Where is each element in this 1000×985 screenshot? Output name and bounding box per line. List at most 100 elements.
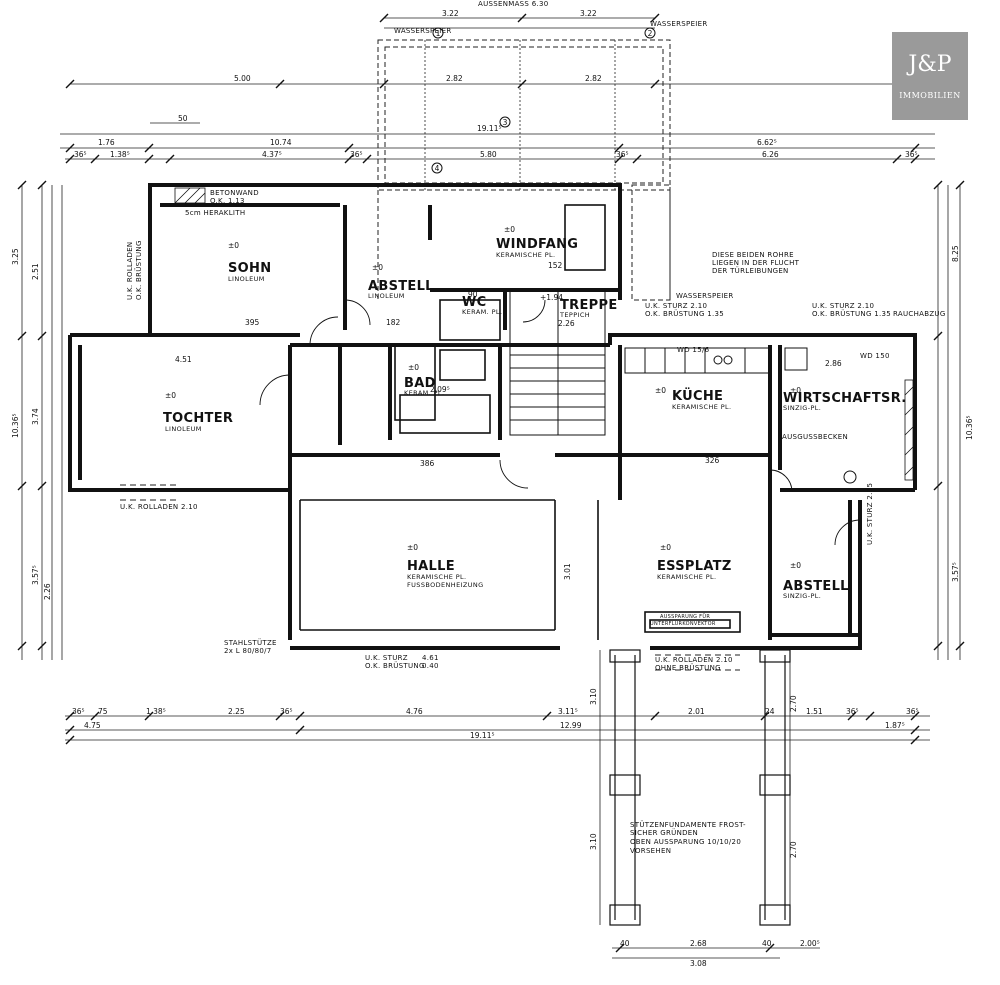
room-floor: KERAMISCHE PL. <box>407 573 467 581</box>
room-name: WC <box>462 295 486 310</box>
dim: 36⁵ <box>905 150 918 159</box>
dim: 19.11⁵ <box>470 731 494 740</box>
dim: 36⁵ <box>616 150 629 159</box>
note-rohre-2: LIEGEN IN DER FLUCHT <box>712 259 800 267</box>
dim: 4.76 <box>406 707 423 716</box>
logo-text: J&P <box>908 52 952 77</box>
hidden-lines <box>120 484 740 671</box>
room-bad: ±0 BAD KERAM. PL. <box>404 363 444 397</box>
room-floor: LINOLEUM <box>165 425 202 433</box>
room-abstell-2: ±0 ABSTELL SINZIG-PL. <box>783 561 849 600</box>
dim: 2.26 <box>558 319 575 328</box>
dim: 36⁵ <box>350 150 363 159</box>
dim: 1.38⁵ <box>146 707 166 716</box>
dim: 4.51 <box>175 355 192 364</box>
hatched-walls <box>174 187 914 481</box>
note-rolladen-ess-1: U.K. ROLLADEN 2.10 <box>655 656 733 664</box>
left-dimensions: 3.25 2.51 10.36⁵ 3.74 3.57⁵ 2.26 <box>11 248 52 600</box>
note-kanal: RAUCHABZUG <box>893 310 946 318</box>
note-sturz-halle-2: O.K. BRÜSTUNG <box>365 661 425 670</box>
dim: 2.26 <box>43 583 52 600</box>
dim: 10.36⁵ <box>11 414 20 438</box>
room-level: +1.94 <box>540 293 563 302</box>
room-halle: ±0 HALLE KERAMISCHE PL. FUSSBODENHEIZUNG <box>407 543 484 589</box>
pergola-dimensions: 3.10 3.10 2.70 2.70 2.68 3.08 2.00⁵ 40 4… <box>589 688 820 968</box>
room-sohn: ±0 SOHN LINOLEUM <box>228 241 271 283</box>
note-stahlstuetze-1: STAHLSTÜTZE <box>224 638 277 647</box>
note-wasserspeier-right: WASSERSPEIER <box>650 20 708 28</box>
dim: 36⁵ <box>846 707 859 716</box>
dim: 3.74 <box>31 408 40 425</box>
room-essplatz: ±0 ESSPLATZ KERAMISCHE PL. <box>657 543 732 581</box>
note-ok113: O.K. 1.13 <box>210 197 245 205</box>
note-sturz-halle-1-val: 4.61 <box>422 654 439 662</box>
dim: 1.38⁵ <box>110 150 130 159</box>
pergola <box>609 649 791 926</box>
room-level: ±0 <box>504 225 515 234</box>
ref-3: 3 <box>503 118 508 127</box>
note-wd150: WD 150 <box>860 352 890 360</box>
note-aussparung-1: AUSSPARUNG FÜR <box>660 613 710 620</box>
dim: 19.11⁵ <box>477 124 501 133</box>
dim: 3.08 <box>690 959 707 968</box>
room-treppe: +1.94 TREPPE TEPPICH <box>540 293 617 319</box>
main-walls <box>68 183 917 650</box>
room-name: WINDFANG <box>496 237 578 252</box>
dim: 5.80 <box>480 150 497 159</box>
room-name: WIRTSCHAFTSR. <box>783 391 907 406</box>
dimension-ticks <box>17 13 965 953</box>
dim: 2.68 <box>690 939 707 948</box>
dim: 2.82 <box>585 74 602 83</box>
reference-markers <box>431 27 656 174</box>
room-floor: KERAM. PL. <box>462 308 502 316</box>
note-sturz-wirt-2: O.K. BRÜSTUNG 1.35 <box>812 309 891 318</box>
note-stahlstuetze-2: 2x L 80/80/7 <box>224 647 272 655</box>
right-dimensions: 10.36⁵ 8.25 3.57⁵ <box>951 245 974 582</box>
note-wasserspeier-mid: WASSERSPEIER <box>676 292 734 300</box>
room-level: ±0 <box>408 363 419 372</box>
room-abstell-1: ±0 ABSTELL LINOLEUM <box>368 263 434 300</box>
room-wirtschaftsraum: ±0 WIRTSCHAFTSR. SINZIG-PL. <box>783 386 907 412</box>
room-tochter: ±0 TOCHTER LINOLEUM <box>163 391 233 433</box>
note-fundament-4: VORSEHEN <box>630 847 671 855</box>
room-level: ±0 <box>407 543 418 552</box>
room-floor: KERAMISCHE PL. <box>657 573 717 581</box>
dim: 2.00⁵ <box>800 939 820 948</box>
dim: 2.51 <box>31 263 40 280</box>
note-fundament-2: SICHER GRÜNDEN <box>630 828 698 837</box>
roof-overhang <box>377 39 671 301</box>
room-name: KÜCHE <box>672 388 723 404</box>
dim: 3.10 <box>589 833 598 850</box>
dim: 3.01 <box>563 563 572 580</box>
note-sturz-halle-2-val: 0.40 <box>422 662 439 670</box>
room-level: ±0 <box>655 386 666 395</box>
ref-1: 1 <box>436 29 441 38</box>
room-wc: WC KERAM. PL. <box>462 295 502 316</box>
dim: 12.99 <box>560 721 582 730</box>
dim: 8.25 <box>951 245 960 262</box>
dim: 386 <box>420 459 435 468</box>
dim: 40 <box>620 939 630 948</box>
room-level: ±0 <box>790 386 801 395</box>
room-level: ±0 <box>372 263 383 272</box>
dim: 3.57⁵ <box>31 565 40 585</box>
dim: 2.70 <box>789 695 798 712</box>
room-name: ESSPLATZ <box>657 559 732 574</box>
room-name: TOCHTER <box>163 411 233 426</box>
dim: 36⁵ <box>72 707 85 716</box>
room-name: ABSTELL <box>783 579 849 594</box>
room-floor: SINZIG-PL. <box>783 592 821 600</box>
dim: 10.36⁵ <box>965 416 974 440</box>
dim: 75 <box>98 707 108 716</box>
room-level: ±0 <box>165 391 176 400</box>
room-floor-2: FUSSBODENHEIZUNG <box>407 581 484 589</box>
room-name: ABSTELL <box>368 279 434 294</box>
dim: 2.82 <box>446 74 463 83</box>
note-sturz-halle-1: U.K. STURZ <box>365 654 408 662</box>
note-aussenmass-top: AUSSENMASS 6.30 <box>478 0 548 8</box>
room-floor: KERAMISCHE PL. <box>672 403 732 411</box>
logo-subtext: IMMOBILIEN <box>899 91 961 100</box>
dim: 2.70 <box>789 841 798 858</box>
room-level: ±0 <box>228 241 239 250</box>
dim: 6.62⁵ <box>757 138 777 147</box>
